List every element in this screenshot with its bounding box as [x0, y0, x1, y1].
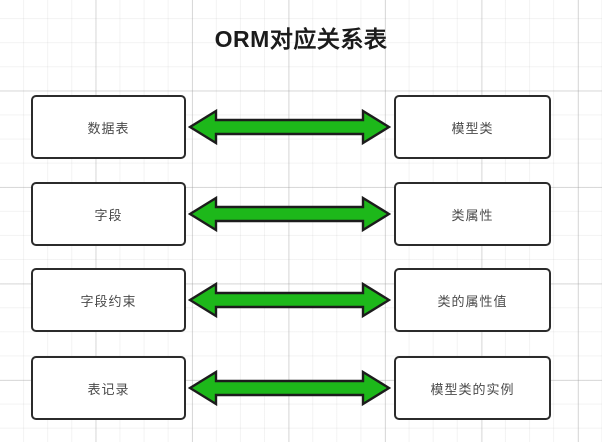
node-box-left-0[interactable]: 数据表	[31, 95, 186, 159]
double-headed-arrow-icon-1	[188, 194, 391, 234]
node-label: 字段约束	[80, 293, 137, 309]
node-box-left-3[interactable]: 表记录	[31, 356, 186, 420]
node-label: 数据表	[87, 120, 130, 136]
node-box-right-1[interactable]: 类属性	[394, 182, 551, 246]
double-headed-arrow-icon-2	[188, 280, 391, 320]
node-box-right-3[interactable]: 模型类的实例	[394, 356, 551, 420]
node-label: 模型类	[451, 120, 494, 136]
node-label: 模型类的实例	[430, 381, 515, 397]
node-label: 类的属性值	[437, 293, 508, 309]
node-label: 表记录	[87, 381, 130, 397]
node-box-left-1[interactable]: 字段	[31, 182, 186, 246]
double-headed-arrow-icon-3	[188, 368, 391, 408]
node-label: 字段	[94, 207, 123, 223]
node-box-right-0[interactable]: 模型类	[394, 95, 551, 159]
node-label: 类属性	[451, 207, 494, 223]
node-box-right-2[interactable]: 类的属性值	[394, 268, 551, 332]
node-box-left-2[interactable]: 字段约束	[31, 268, 186, 332]
page-title: ORM对应关系表	[214, 26, 388, 52]
double-headed-arrow-icon-0	[188, 107, 391, 147]
